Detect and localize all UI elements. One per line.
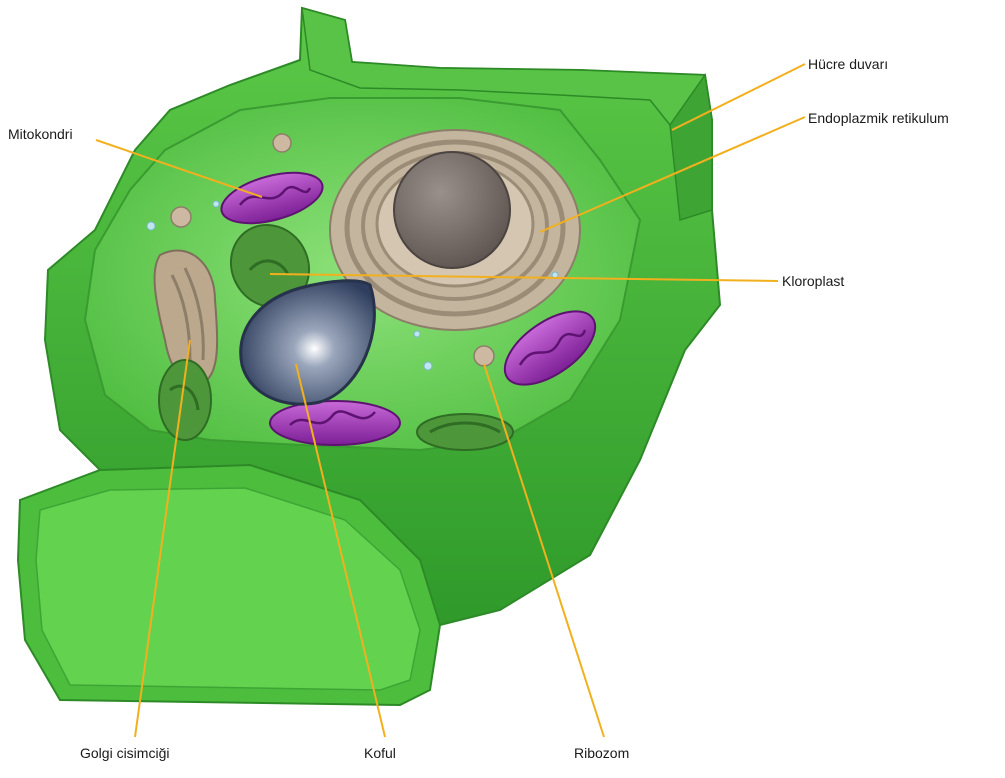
label-golgi: Golgi cisimciği: [80, 745, 169, 761]
chloroplast: [417, 414, 513, 450]
label-cell-wall: Hücre duvarı: [808, 56, 888, 72]
label-chloroplast: Kloroplast: [782, 273, 844, 289]
nucleus: [394, 152, 510, 268]
mitochondria: [270, 401, 400, 445]
label-endoplasmic-reticulum: Endoplazmik retikulum: [808, 110, 949, 126]
label-mitochondria: Mitokondri: [8, 126, 73, 142]
label-ribosome: Ribozom: [574, 745, 629, 761]
label-vacuole: Koful: [364, 745, 396, 761]
